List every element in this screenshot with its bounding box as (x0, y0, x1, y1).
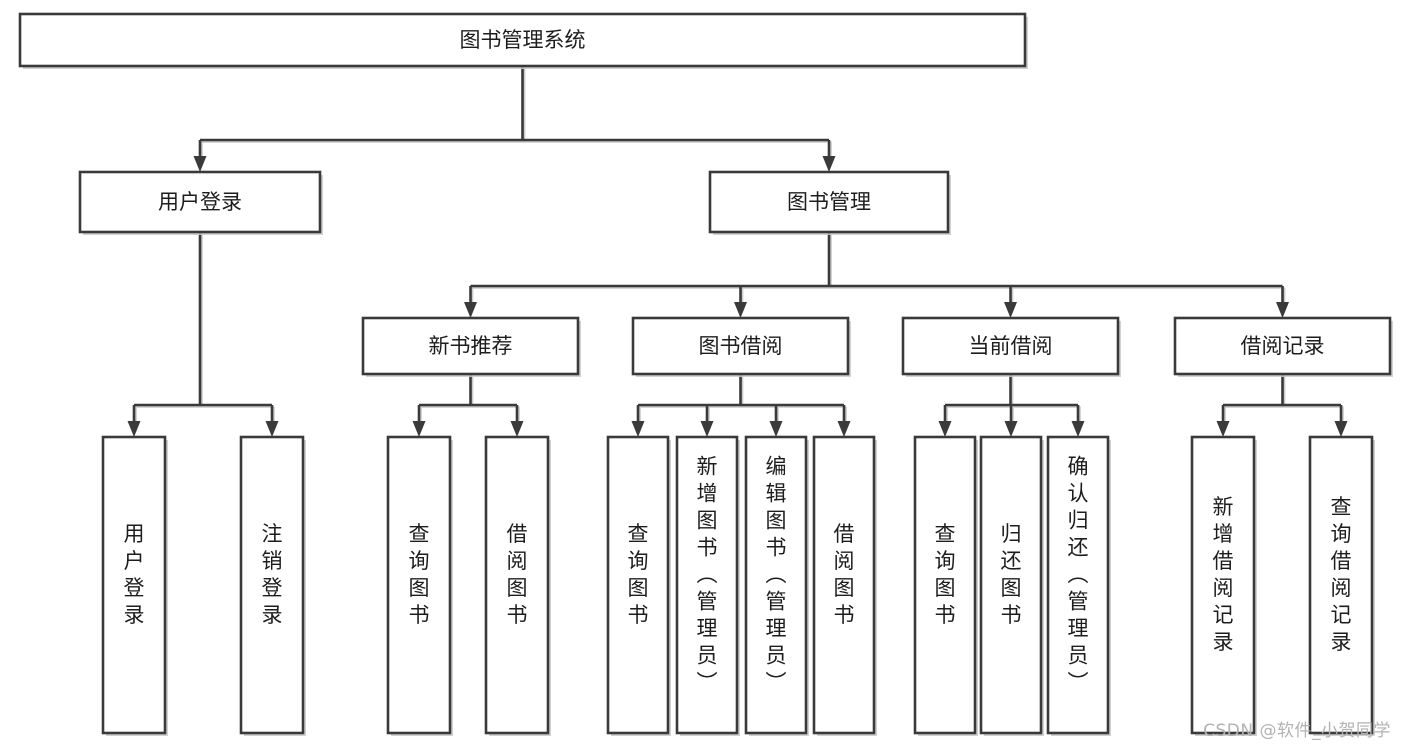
node-book-manage[interactable]: 图书管理 (708, 170, 951, 235)
node-rect[interactable] (913, 435, 977, 735)
node-rect[interactable] (1308, 435, 1374, 735)
arrow-head-icon (1216, 421, 1230, 437)
node-new-book-recommend[interactable]: 新书推荐 (361, 316, 581, 377)
node-rect[interactable] (1190, 435, 1256, 735)
node-rect[interactable] (606, 435, 670, 735)
arrow-head-icon (938, 421, 952, 437)
node-rect[interactable] (361, 316, 580, 376)
node-label: 借阅图书 (834, 522, 855, 627)
node-label: 查询图书 (409, 522, 430, 627)
edge-layer (127, 66, 1348, 437)
node-rect[interactable] (901, 316, 1120, 376)
node-leaf-logout[interactable]: 注销登录 (239, 435, 306, 736)
arrow-head-icon (1004, 421, 1018, 437)
node-rect[interactable] (78, 170, 322, 234)
node-label: 用户登录 (124, 522, 145, 627)
arrow-head-icon (464, 302, 477, 318)
node-leaf-query-book-1[interactable]: 查询图书 (386, 435, 453, 736)
arrow-head-icon (1071, 421, 1085, 437)
arrow-head-icon (631, 421, 645, 437)
node-leaf-add-record[interactable]: 新增借阅记录 (1190, 435, 1257, 736)
arrow-head-icon (734, 302, 747, 318)
arrow-head-icon (1334, 421, 1348, 437)
arrow-head-icon (1004, 302, 1017, 318)
node-label: 新增借阅记录 (1213, 495, 1234, 654)
node-label: 图书管理系统 (460, 28, 586, 52)
arrow-head-icon (837, 421, 851, 437)
node-label: 查询借阅记录 (1331, 495, 1352, 654)
node-label: 查询图书 (628, 522, 649, 627)
arrow-head-icon (412, 421, 426, 437)
node-rect[interactable] (1046, 435, 1110, 735)
arrow-head-icon (769, 421, 783, 437)
node-current-borrow[interactable]: 当前借阅 (901, 316, 1121, 377)
arrow-head-icon (265, 421, 279, 437)
arrow-head-icon (1276, 302, 1289, 318)
node-label: 新增图书︵管理员︶ (697, 455, 718, 695)
node-rect[interactable] (812, 435, 876, 735)
node-label: 新书推荐 (429, 334, 513, 358)
node-label: 图书借阅 (699, 334, 783, 358)
node-rect[interactable] (1173, 316, 1392, 376)
node-label: 借阅记录 (1241, 334, 1325, 358)
node-label: 查询图书 (935, 522, 956, 627)
node-rect[interactable] (631, 316, 850, 376)
node-book-borrow[interactable]: 图书借阅 (631, 316, 851, 377)
node-rect[interactable] (101, 435, 167, 735)
node-label: 当前借阅 (969, 334, 1053, 358)
node-leaf-query-book-3[interactable]: 查询图书 (913, 435, 978, 736)
node-leaf-return-book[interactable]: 归还图书 (979, 435, 1044, 736)
arrow-head-icon (510, 421, 524, 437)
node-leaf-query-record[interactable]: 查询借阅记录 (1308, 435, 1375, 736)
node-rect[interactable] (979, 435, 1043, 735)
arrow-head-icon (193, 156, 207, 172)
node-rect[interactable] (744, 435, 808, 735)
node-layer: 图书管理系统用户登录图书管理新书推荐图书借阅当前借阅借阅记录用户登录注销登录查询… (18, 12, 1393, 736)
node-rect[interactable] (484, 435, 550, 735)
node-label: 注销登录 (262, 522, 283, 627)
node-label: 用户登录 (158, 190, 242, 214)
node-rect[interactable] (708, 170, 950, 234)
node-rect[interactable] (386, 435, 452, 735)
node-leaf-query-book-2[interactable]: 查询图书 (606, 435, 671, 736)
node-leaf-user-login[interactable]: 用户登录 (101, 435, 168, 736)
arrow-head-icon (822, 156, 836, 172)
node-leaf-add-book[interactable]: 新增图书︵管理员︶ (675, 435, 740, 736)
node-root[interactable]: 图书管理系统 (18, 12, 1028, 69)
node-leaf-edit-book[interactable]: 编辑图书︵管理员︶ (744, 435, 809, 736)
node-leaf-confirm-return[interactable]: 确认归还︵管理员︶ (1046, 435, 1111, 736)
node-label: 编辑图书︵管理员︶ (766, 455, 787, 695)
node-rect[interactable] (675, 435, 739, 735)
node-borrow-record[interactable]: 借阅记录 (1173, 316, 1393, 377)
node-label: 图书管理 (787, 190, 871, 214)
node-rect[interactable] (18, 12, 1027, 68)
node-leaf-borrow-book-1[interactable]: 借阅图书 (484, 435, 551, 736)
node-leaf-borrow-book-2[interactable]: 借阅图书 (812, 435, 877, 736)
node-rect[interactable] (239, 435, 305, 735)
node-label: 确认归还︵管理员︶ (1068, 455, 1089, 695)
csdn-watermark: CSDN @软件_小贺同学 (1203, 721, 1391, 741)
node-label: 借阅图书 (507, 522, 528, 627)
node-label: 归还图书 (1001, 522, 1022, 627)
arrow-head-icon (127, 421, 141, 437)
arrow-head-icon (700, 421, 714, 437)
node-user-login[interactable]: 用户登录 (78, 170, 323, 235)
